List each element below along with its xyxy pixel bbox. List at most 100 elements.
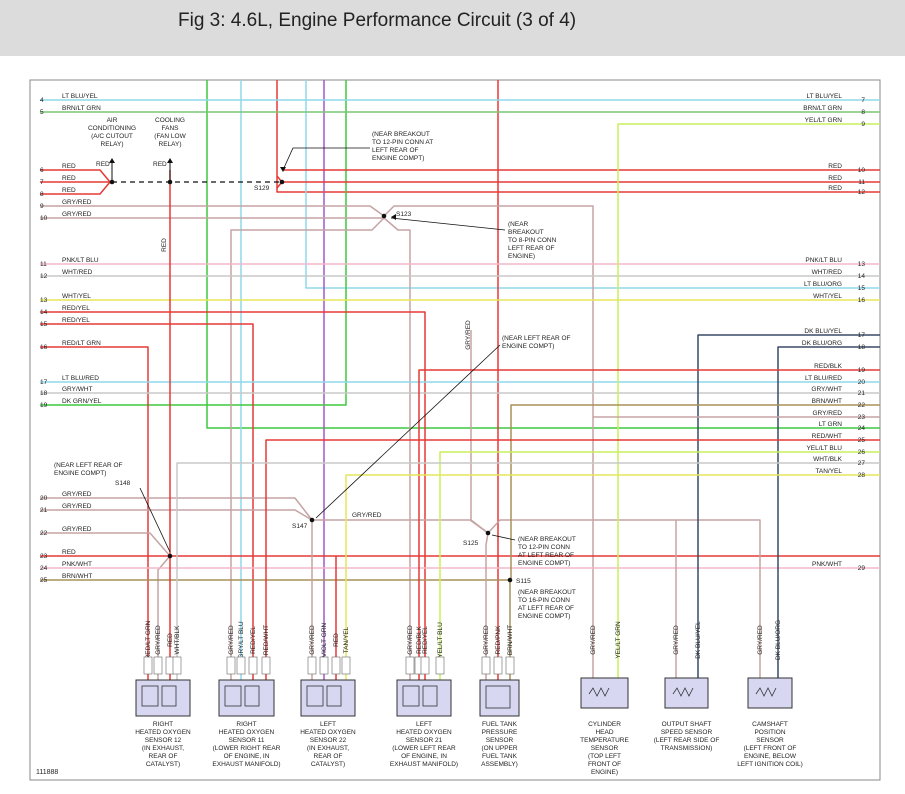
left-pin-number: 14 [40,309,48,316]
wire-gry-red-ftp [485,532,489,690]
sensor-wire-label: DK BLU/YEL [695,621,702,659]
sensor-label-cmp: CAMSHAFT [752,721,788,728]
sensor-label-ho2s11: HEATED OXYGEN [219,729,275,736]
left-pin-label: RED [62,175,76,182]
right-pin-label: LT GRN [819,421,843,428]
sensor-label-cmp: ENGINE, BELOW [744,753,797,760]
right-pin-number: 19 [858,367,866,374]
sensor-label-ho2s12: SENSOR 12 [145,737,182,744]
s148-note: ENGINE COMPT) [54,470,106,477]
wire-gry-red-ho2s11 [230,217,385,690]
right-pin-number: 23 [858,414,866,421]
sensor-label-ho2s21: SENSOR 21 [406,737,443,744]
splice-fan-relay [167,179,173,185]
sensor-label-ho2s11: OF ENGINE, IN [224,753,270,760]
wire-wht-blk [176,462,880,690]
splice-s147 [309,517,315,523]
ac-relay-arrow [109,158,115,163]
left-pin-number: 11 [40,261,47,268]
sensor-element [402,685,420,707]
sensor-heater [422,685,438,707]
ac-relay-label: CONDITIONING [88,125,136,132]
left-pin-number: 6 [40,167,44,174]
left-pin-label: WHT/YEL [62,293,91,300]
ac-relay-wire: RED [96,161,110,168]
nca-tag [319,656,329,675]
right-pin-number: 9 [861,121,865,128]
left-pin-label: PNK/WHT [62,561,92,568]
sensor-wire-label: RED/YEL [422,626,429,654]
sensor-label-cmp: SENSOR [756,737,784,744]
figure-id: 111888 [36,769,58,776]
left-pin-number: 17 [40,379,48,386]
sensor-label-oss: (LEFT REAR SIDE OF [654,737,720,744]
sensor-label-ho2s22: (IN EXHAUST, [307,745,349,752]
left-pin-number: 22 [40,530,48,537]
left-pin-label: LT BLU/YEL [62,93,98,100]
s147-leader [315,344,501,519]
right-pin-number: 25 [858,437,866,444]
s123-note: BREAKOUT [508,229,544,236]
left-pin-label: RED/YEL [62,305,90,312]
sensor-label-ho2s22: SENSOR 22 [310,737,347,744]
sensor-label-ho2s12: HEATED OXYGEN [135,729,191,736]
right-pin-label: GRY/RED [813,410,843,417]
left-pin-number: 18 [40,390,48,397]
left-pin-label: RED/YEL [62,317,90,324]
sensor-label-ho2s21: (LOWER LEFT REAR [392,745,456,752]
sensor-wire-label: GRY/RED [309,625,316,655]
splice-ac-relay [109,179,115,185]
title-bar: Fig 3: 4.6L, Engine Performance Circuit … [0,0,905,56]
ac-relay-label: (A/C CUTOUT [91,133,133,140]
sensor-heater [326,685,342,707]
left-pin-number: 5 [40,109,44,116]
right-pin-label: BRN/LT GRN [803,105,842,112]
left-pin-label: GRY/RED [62,526,92,533]
s123-id: S123 [396,211,412,218]
nca-tag [248,656,258,675]
left-pin-label: RED [62,163,76,170]
sensor-label-ho2s21: LEFT [416,721,432,728]
sensor-box-oss [664,677,709,709]
right-pin-number: 16 [858,297,866,304]
wire-gry-red-9 [40,205,385,217]
sensor-label-cht: CYLINDER [588,721,621,728]
sensor-wire-label: GRY/RED [155,625,162,655]
sensor-box-ho2s21 [396,679,452,717]
sensor-coil [755,687,777,697]
right-pin-number: 28 [858,472,866,479]
left-pin-label: RED [62,187,76,194]
right-pin-number: 26 [858,449,866,456]
s125-note: ENGINE COMPT) [518,560,570,567]
s123-note: (NEAR [508,221,529,228]
right-pin-label: WHT/RED [812,269,843,276]
s147-note: (NEAR LEFT REAR OF [502,335,571,342]
left-pin-number: 19 [40,402,48,409]
sensor-label-cmp: (LEFT FRONT OF [744,745,797,752]
wire-red-blk [418,369,880,690]
wire-gry-red-vertical [470,330,489,534]
right-pin-number: 27 [858,460,866,467]
s123-note: LEFT REAR OF [508,245,555,252]
right-pin-label: DK BLU/ORG [802,340,842,347]
sensor-wire-label: RED/YEL [250,626,257,654]
red-vertical-tag: RED [161,238,168,252]
sensor-label-cht: FRONT OF [588,761,621,768]
sensor-element [485,685,511,709]
left-pin-label: PNK/LT BLU [62,257,99,264]
splice-s115 [507,577,513,583]
right-pin-number: 18 [858,344,866,351]
wire-gry-red-cht [383,205,594,690]
right-pin-number: 8 [861,109,865,116]
left-pin-label: GRY/RED [62,199,92,206]
left-pin-label: DK GRN/YEL [62,398,102,405]
right-pin-number: 17 [858,332,866,339]
sensor-label-ho2s11: RIGHT [236,721,256,728]
wire-gry-red-20 [40,497,313,521]
s123-note: ENGINE) [508,253,535,260]
s123-leader [390,217,506,231]
right-pin-number: 29 [858,565,866,572]
left-pin-number: 9 [40,203,44,210]
wire-gry-red-ho2s21 [383,217,411,690]
fan-relay-label: RELAY) [159,141,182,148]
